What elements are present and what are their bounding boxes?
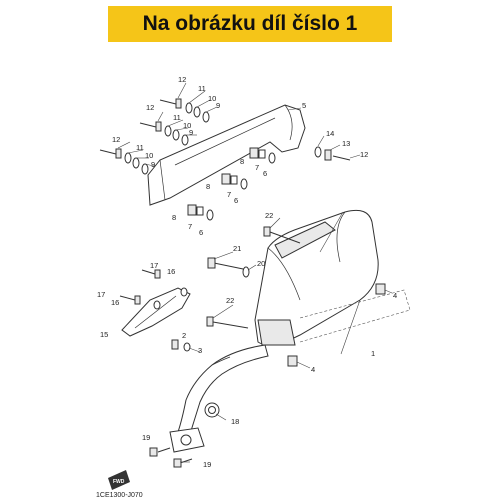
callout: 7 (188, 222, 192, 231)
grommet-stack-lower (187, 204, 214, 221)
callout: 1 (371, 349, 375, 358)
callout: 16 (111, 298, 119, 307)
callout: 11 (136, 143, 144, 152)
fwd-label: FWD (113, 479, 125, 485)
callout: 4 (311, 365, 315, 374)
callout: 8 (206, 182, 210, 191)
callout: 7 (227, 190, 231, 199)
banner-title: Na obrázku díl číslo 1 (142, 12, 358, 35)
grommet-stack-middle (221, 173, 248, 190)
callout: 11 (198, 84, 206, 93)
callout: 14 (326, 129, 334, 138)
callout: 10 (183, 121, 191, 130)
muffler-mount-bolts (206, 226, 301, 329)
callout-numbers: 12 11 10 9 12 11 10 9 12 11 10 9 5 14 13… (97, 75, 397, 469)
callout: 10 (208, 94, 216, 103)
title-banner: Na obrázku díl číslo 1 (108, 6, 392, 42)
callout: 20 (257, 259, 265, 268)
heat-shield (147, 104, 306, 206)
pipe-small-hardware (149, 339, 220, 468)
callout: 15 (100, 330, 108, 339)
callout: 4 (393, 291, 397, 300)
callout: 6 (263, 169, 267, 178)
assembly-outline (299, 289, 411, 343)
callout: 18 (231, 417, 239, 426)
callout: 21 (233, 244, 241, 253)
callout: 2 (182, 331, 186, 340)
callout: 22 (226, 296, 234, 305)
callout: 8 (240, 157, 244, 166)
drawing-code: 1CE1300-J070 (96, 492, 143, 499)
shield-bolt-stack-top (159, 98, 210, 123)
callout: 9 (151, 160, 155, 169)
callout: 5 (302, 101, 306, 110)
callout: 19 (142, 433, 150, 442)
callout: 17 (150, 261, 158, 270)
callout: 12 (178, 75, 186, 84)
shield-bolt-stack-middle (139, 121, 189, 146)
shield-bolt-stack-bottom (99, 148, 149, 175)
callout: 13 (342, 139, 350, 148)
leader-lines (117, 82, 393, 463)
callout: 11 (173, 113, 181, 122)
pipe-side-cover (119, 269, 191, 337)
callout: 3 (198, 346, 202, 355)
callout: 19 (203, 460, 211, 469)
callout: 9 (189, 128, 193, 137)
callout: 22 (265, 211, 273, 220)
muffler-body (254, 209, 379, 346)
muffler-nuts (287, 283, 386, 367)
callout: 12 (146, 103, 154, 112)
callout: 10 (145, 151, 153, 160)
shield-bolt-stack-right (314, 146, 351, 161)
fwd-arrow-icon: FWD (108, 470, 130, 490)
callout: 8 (172, 213, 176, 222)
callout: 6 (234, 196, 238, 205)
callout: 7 (255, 163, 259, 172)
callout: 16 (167, 267, 175, 276)
callout: 12 (360, 150, 368, 159)
callout: 12 (112, 135, 120, 144)
grommet-stack-upper (249, 147, 276, 164)
callout: 17 (97, 290, 105, 299)
callout: 9 (216, 101, 220, 110)
callout: 6 (199, 228, 203, 237)
exhaust-pipe (169, 344, 269, 453)
